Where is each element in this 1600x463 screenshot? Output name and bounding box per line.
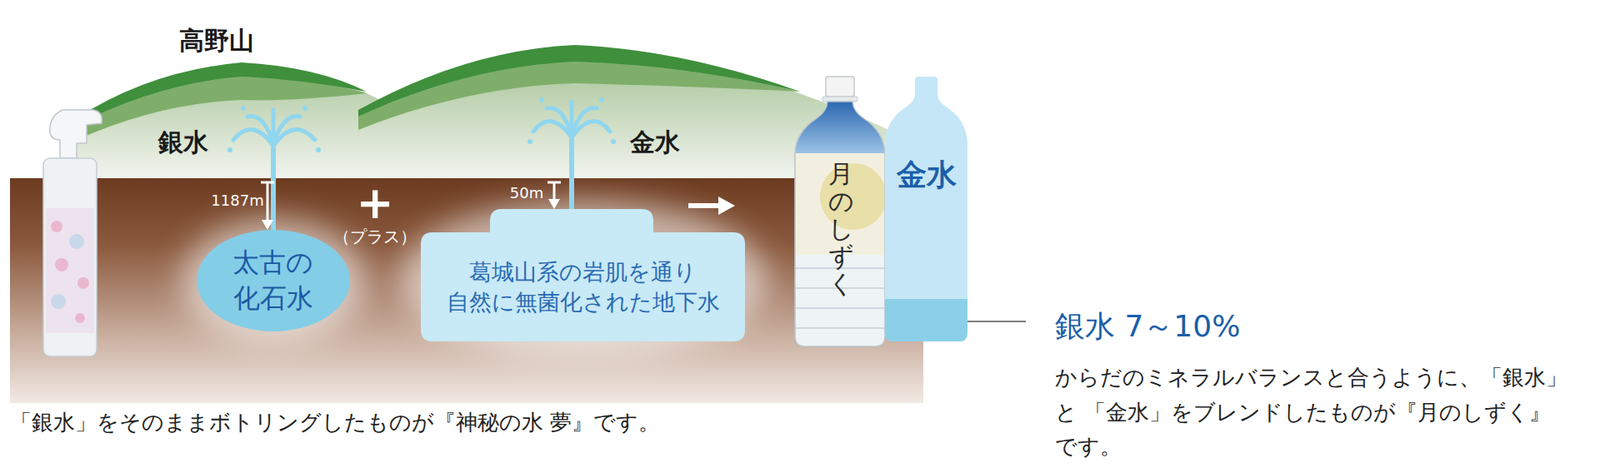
ellipse-fill (196, 230, 350, 332)
clear-bottle-part-part (795, 307, 885, 310)
spray-bottle-part (50, 294, 66, 310)
bottle-shape-outline (883, 76, 970, 342)
plus-reading: （プラス） (333, 226, 417, 247)
flow-arrow (688, 196, 735, 215)
node-text: 葛城山系の岩肌を通り 自然に無菌化された地下水 (420, 257, 745, 319)
bottle-fill (885, 76, 968, 342)
mountains (66, 45, 921, 179)
ground-part (400, 200, 767, 359)
spray-bottle-part (43, 158, 97, 357)
mountains-part (358, 45, 800, 117)
ground-part (10, 178, 924, 404)
groundwater-shape: 葛城山系の岩肌を通り 自然に無菌化された地下水 (420, 209, 745, 342)
depth-arrows-part (261, 220, 274, 230)
spray-bottle-part (45, 208, 95, 334)
spring-right-part (569, 131, 575, 213)
flow-arrow-part (718, 196, 735, 215)
spray-bottle-part (50, 110, 102, 159)
spring-right-part (599, 97, 605, 103)
bottle-label: 月のしずく (828, 160, 854, 298)
spring-right-part (546, 107, 572, 135)
bottling-note: 「銀水」をそのままボトリングしたものが『神秘の水 夢』です。 (10, 410, 660, 436)
node-text: 金水 (896, 155, 957, 196)
spring-left-part (227, 147, 233, 153)
depth-label: 50m (510, 184, 544, 203)
bottle-shape: 金水 (883, 76, 970, 342)
spray-bottle (43, 110, 102, 357)
water-ellipse-outline (196, 230, 350, 332)
clear-bottle (791, 76, 889, 347)
mountain-name: 高野山 (179, 25, 255, 56)
bottle-portion (885, 299, 968, 342)
groundwater-fill (420, 209, 745, 342)
water-ellipse: 太古の 化石水 (196, 230, 350, 332)
spring-left-part (302, 105, 308, 111)
clear-bottle-part (795, 101, 885, 347)
ground (10, 178, 924, 404)
spray-bottle-part (77, 277, 90, 290)
spray-bottle-part (55, 258, 69, 272)
spring-left (227, 105, 321, 234)
spring-right-part (610, 139, 616, 145)
spray-bottle-part (69, 234, 85, 250)
spring-left-part (270, 140, 276, 234)
spring-left-part (247, 115, 274, 144)
clear-bottle-part (822, 96, 858, 102)
spring-left-part (315, 147, 321, 153)
clear-bottle-part (791, 101, 889, 329)
mountains-part (76, 76, 367, 140)
clear-bottle-part (825, 76, 855, 97)
plus-sign: + (355, 180, 394, 226)
flow-arrow-part (688, 203, 722, 209)
node-text: 太古の 化石水 (215, 245, 333, 317)
clear-bottle-part-part (795, 327, 885, 330)
depth-arrows-part (266, 182, 270, 222)
spring-right-part (539, 97, 545, 103)
depth-arrows-part (548, 199, 560, 210)
spring-right-part (527, 139, 533, 145)
spring-right-part (571, 121, 610, 138)
ratio-label: 銀水 7～10% (1055, 308, 1240, 345)
water-name: 銀水 (158, 127, 209, 158)
blend-note: からだのミネラルバランスと合うように、「銀水」と 「金水」をブレンドしたものが『… (1055, 360, 1589, 463)
spray-bottle-part (75, 313, 85, 324)
mountains-part (76, 62, 367, 125)
spring-left-part (240, 105, 246, 111)
water-name: 金水 (630, 127, 680, 158)
spring-left-part (273, 130, 315, 146)
depth-label: 1187m (210, 191, 264, 210)
depth-arrows-part (553, 182, 556, 201)
spray-bottle-part (50, 220, 63, 233)
